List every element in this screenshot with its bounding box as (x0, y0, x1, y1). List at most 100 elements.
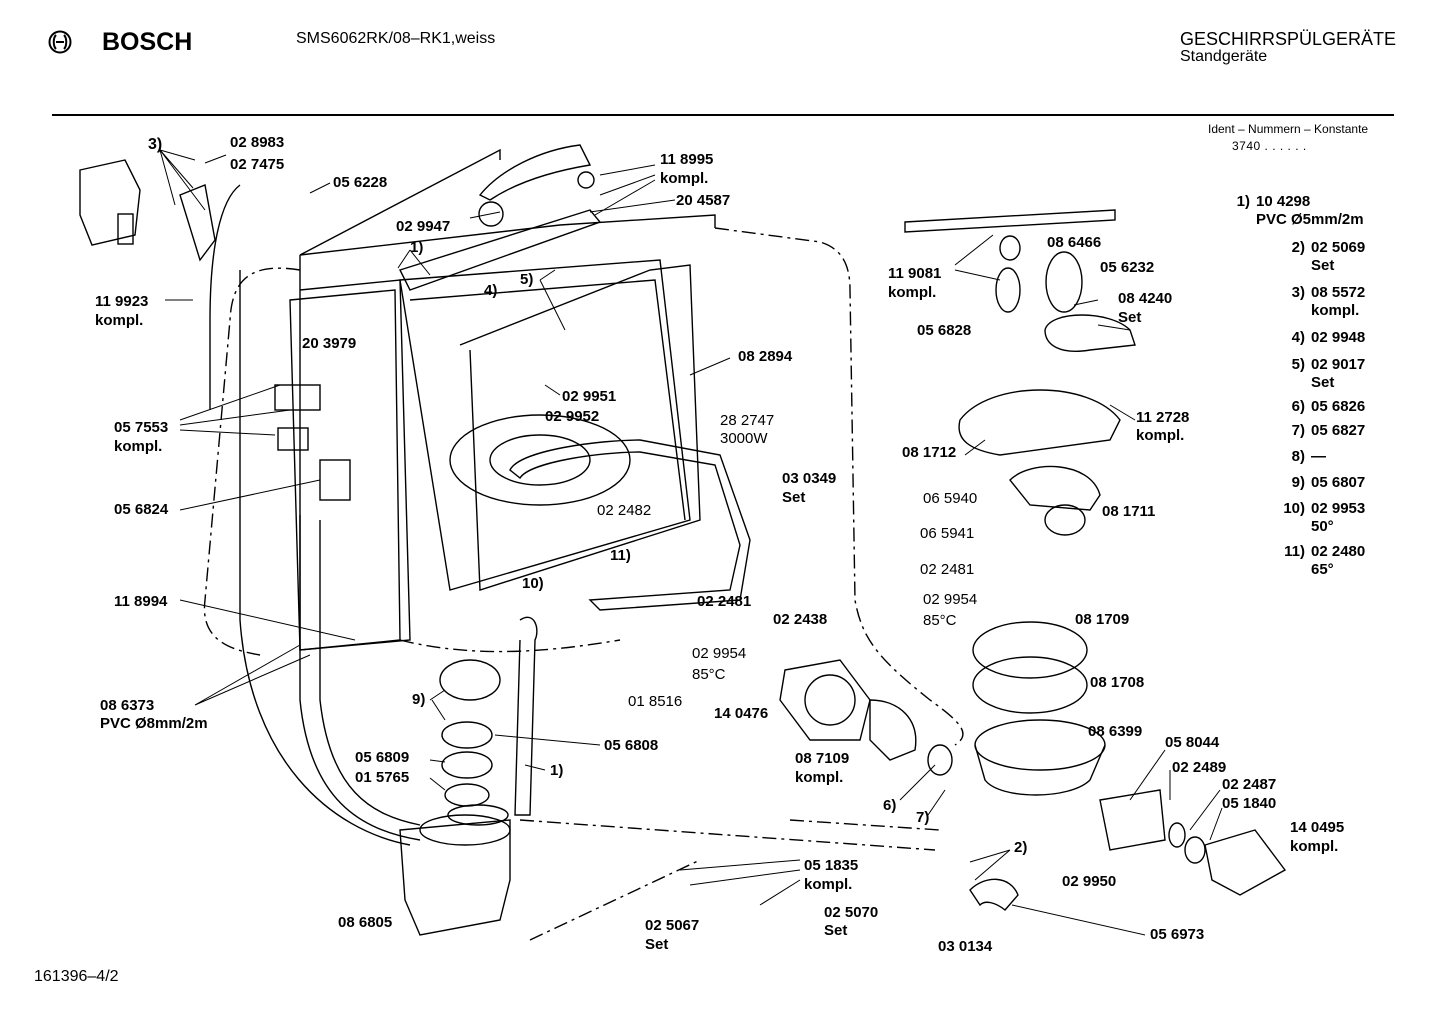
label-022482: 02 2482 (597, 502, 652, 519)
outline-dash-tub (399, 639, 621, 653)
legend-key: 8) (1291, 448, 1305, 465)
outline-dash-left (203, 267, 301, 656)
label-056232: 05 6232 (1100, 259, 1155, 276)
label-030134: 03 0134 (938, 938, 993, 955)
label-1b: 1) (550, 762, 564, 779)
legend-part-number: 02 5069 (1311, 239, 1366, 256)
label-118995: 11 8995 (660, 151, 714, 168)
label-10: 10) (522, 575, 544, 592)
label-3: 3) (148, 136, 163, 153)
brand-name: BOSCH (102, 28, 193, 56)
legend-part-number: 10 4298 (1256, 193, 1311, 210)
tub-outline (299, 148, 716, 651)
label-030349-set: Set (782, 489, 806, 506)
label-051840: 05 1840 (1222, 795, 1277, 812)
label-018516: 01 8516 (628, 693, 683, 710)
seal-ring-1 (441, 721, 493, 749)
label-025070-set: Set (824, 922, 848, 939)
seal-ring-2 (441, 751, 493, 779)
outline-dash-bottom (519, 819, 941, 941)
drain-elbow (969, 878, 1019, 911)
label-3000w: 3000W (720, 430, 768, 447)
label-084240: 08 4240 (1118, 290, 1173, 307)
legend-part-note: 65° (1311, 561, 1334, 578)
label-140495-kompl: kompl. (1290, 838, 1339, 855)
category-title: GESCHIRRSPÜLGERÄTE (1180, 29, 1397, 49)
label-85c-a: 85°C (692, 666, 726, 683)
label-140476: 14 0476 (714, 705, 769, 722)
label-056824: 05 6824 (114, 501, 169, 518)
label-027475: 02 7475 (230, 156, 285, 173)
label-9: 9) (412, 691, 426, 708)
label-112728-kompl: kompl. (1136, 427, 1185, 444)
seal-ring-3 (444, 783, 490, 807)
filter-ring-2 (972, 656, 1088, 714)
legend-part-note: Set (1311, 257, 1335, 274)
label-029947: 02 9947 (396, 218, 451, 235)
ident-value: 3740 . . . . . . (1232, 139, 1307, 153)
label-056828: 05 6828 (917, 322, 972, 339)
legend-part-note: 50° (1311, 518, 1334, 535)
label-056973: 05 6973 (1150, 926, 1205, 943)
label-056809: 05 6809 (355, 749, 410, 766)
top-tube (478, 144, 592, 201)
label-087109-kompl: kompl. (795, 769, 844, 786)
label-112728: 11 2728 (1136, 409, 1190, 426)
upper-spray-arm (904, 209, 1116, 233)
label-084240-set: Set (1118, 309, 1142, 326)
legend-part-number: 05 6807 (1311, 474, 1366, 491)
tub-frame (459, 264, 701, 591)
label-118995-kompl: kompl. (660, 170, 709, 187)
legend-key: 9) (1291, 474, 1305, 491)
label-119923-kompl: kompl. (95, 312, 144, 329)
label-086373: 08 6373 (100, 697, 155, 714)
legend-part-note: Set (1311, 374, 1335, 391)
sump-housing (399, 819, 511, 936)
legend-part-number: 02 2480 (1311, 543, 1366, 560)
filter-cap (439, 659, 501, 701)
drain-motor (1204, 829, 1287, 896)
legend-key: 1) (1236, 193, 1250, 210)
label-081711: 08 1711 (1102, 503, 1156, 520)
filter-plate (958, 389, 1121, 456)
label-086805: 08 6805 (338, 914, 393, 931)
pump (869, 699, 917, 761)
label-022481-a: 02 2481 (697, 593, 752, 610)
model-number: SMS6062RK/08–RK1,weiss (296, 30, 496, 47)
motor (779, 659, 871, 741)
label-029950: 02 9950 (1062, 873, 1117, 890)
filter-ring-1 (972, 621, 1088, 679)
label-081712: 08 1712 (902, 444, 957, 461)
sieve (1009, 465, 1101, 511)
legend-part-number: 02 9017 (1311, 356, 1366, 373)
label-2: 2) (1014, 839, 1028, 856)
ident-title: Ident – Nummern – Konstante (1208, 122, 1369, 136)
label-282747: 28 2747 (720, 412, 775, 429)
inlet-valve (79, 159, 141, 246)
label-203979: 20 3979 (302, 335, 357, 352)
legend-key: 5) (1291, 356, 1305, 373)
legend-part-number: 08 5572 (1311, 284, 1366, 301)
subcategory-title: Standgeräte (1180, 48, 1268, 65)
label-015765: 01 5765 (355, 769, 410, 786)
outline-dash-right (714, 227, 964, 746)
label-086466: 08 6466 (1047, 234, 1102, 251)
label-119923: 11 9923 (95, 293, 149, 310)
label-029952: 02 9952 (545, 408, 600, 425)
label-1: 1) (410, 239, 424, 256)
label-7: 7) (916, 809, 930, 826)
label-029954-a: 02 9954 (692, 645, 747, 662)
label-081709: 08 1709 (1075, 611, 1130, 628)
label-pvc8: PVC Ø8mm/2m (100, 715, 208, 732)
label-051835: 05 1835 (804, 857, 859, 874)
label-022438: 02 2438 (773, 611, 828, 628)
label-025070: 02 5070 (824, 904, 879, 921)
label-119081-kompl: kompl. (888, 284, 937, 301)
sump-top (419, 814, 511, 846)
coil-spring (1045, 251, 1083, 313)
label-028983: 02 8983 (230, 134, 285, 151)
label-065940: 06 5940 (923, 490, 978, 507)
label-029951: 02 9951 (562, 388, 617, 405)
legend-part-number: 05 6826 (1311, 398, 1366, 415)
label-204587: 20 4587 (676, 192, 731, 209)
